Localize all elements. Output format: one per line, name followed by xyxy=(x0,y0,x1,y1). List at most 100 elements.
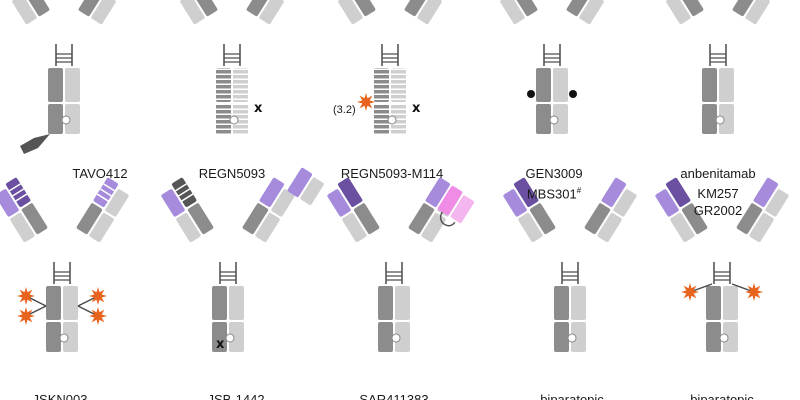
mol-anbenitamab-ch3-left xyxy=(702,104,717,134)
mol-tavo412-arm-right-ch1-heavy xyxy=(78,0,105,17)
label-regn5093-m114: REGN5093-M114 xyxy=(340,166,444,181)
mol-gen3009-knob-hole xyxy=(549,115,559,125)
mol-biparatopic-1-arm-left xyxy=(503,177,556,243)
mol-gen3009-arm-left-cl-light xyxy=(500,0,525,25)
mol-sar411383-ch3-left xyxy=(378,322,393,352)
mol-regn5093: x xyxy=(180,0,284,134)
mol-jskn003-arm-left-vl xyxy=(0,189,19,217)
mol-gen3009-arm-right-ch1-heavy xyxy=(566,0,593,17)
mol-biparatopic-1-ch3-right xyxy=(571,322,586,352)
mol-jsb-1442-arm-right-ch1-heavy xyxy=(242,203,269,235)
label-biparatopic-1: biparatopic xyxy=(540,392,604,400)
mol-regn5093-m114-mutation-mark: x xyxy=(412,101,421,116)
mol-biparatopic-2-ch2-right xyxy=(723,286,738,320)
mol-regn5093-m114: x xyxy=(338,0,442,134)
mol-jsb-1442-arm-right-cl-light xyxy=(255,212,280,243)
mol-anbenitamab-arm-right xyxy=(732,0,770,25)
mol-biparatopic-2 xyxy=(655,177,789,352)
mol-jskn003-payload-2 xyxy=(89,287,107,305)
label-tavo412: TAVO412 xyxy=(72,166,128,181)
mol-jskn003-arm-right xyxy=(76,177,129,243)
mol-regn5093-knob-hole xyxy=(229,115,239,125)
mol-jskn003-ch3-left xyxy=(46,322,61,352)
mol-anbenitamab-ch2-left xyxy=(702,68,717,102)
mol-anbenitamab-arm-left xyxy=(666,0,704,25)
mol-biparatopic-1-arm-right-ch1-heavy xyxy=(584,203,611,235)
mol-gen3009-ch3-right xyxy=(553,104,568,134)
mol-gen3009-arm-right xyxy=(566,0,604,25)
mol-regn5093-m114-arm-right-ch1-heavy xyxy=(404,0,431,17)
mol-regn5093-ch2-left xyxy=(216,68,231,102)
mol-jsb-1442-arm-right xyxy=(242,177,295,243)
mol-jsb-1442-extra-vh xyxy=(287,167,313,197)
mol-regn5093-m114-arm-right-cl-light xyxy=(417,0,442,25)
mol-jskn003-payload-3 xyxy=(89,307,107,325)
mol-biparatopic-2-payload-1 xyxy=(745,283,763,301)
mol-tavo412-knob-hole xyxy=(61,115,71,125)
mol-jsb-1442-arm-left-cl-light xyxy=(176,212,201,243)
mol-tavo412-arm-left xyxy=(12,0,50,25)
mol-regn5093-mutation-mark: x xyxy=(254,101,263,116)
mol-sar411383-arm-left-cl-light xyxy=(342,212,367,243)
label-jsb-1442: JSB-1442 xyxy=(207,392,265,400)
mol-sar411383-arm-left-vh xyxy=(338,177,363,207)
mol-regn5093-m114-arm-left-cl-light xyxy=(338,0,363,25)
mol-sar411383-pink-vh xyxy=(437,185,463,216)
mol-biparatopic-1-arm-left-vh xyxy=(514,177,539,207)
mol-jskn003-arm-right-stripe xyxy=(96,193,109,202)
mol-biparatopic-2-ch3-right xyxy=(723,322,738,352)
mol-jskn003-payload-0 xyxy=(17,287,35,305)
mol-sar411383-arm-left-vl xyxy=(327,189,351,217)
mol-biparatopic-2-arm-right-vh xyxy=(753,177,778,207)
mol-biparatopic-2-arm-left-ch1-heavy xyxy=(681,203,708,235)
mol-jsb-1442-ch3-right xyxy=(229,322,244,352)
mol-gen3009-arm-left xyxy=(500,0,538,25)
mol-biparatopic-1-ch2-right xyxy=(571,286,586,320)
mol-anbenitamab-knob-hole xyxy=(715,115,725,125)
mol-jsb-1442-arm-right-vh xyxy=(259,177,284,207)
label-anbenitamab: anbenitamab xyxy=(680,166,756,181)
mol-jskn003-arm-right-stripe xyxy=(99,188,112,197)
mol-biparatopic-1-ch3-left xyxy=(554,322,569,352)
mol-jskn003-arm-right-ch1-heavy xyxy=(76,203,103,235)
mol-tavo412-ch3-left xyxy=(48,104,63,134)
mol-biparatopic-1-arm-right-cl-light xyxy=(597,212,622,243)
mol-biparatopic-2-arm-left-cl-light xyxy=(670,212,695,243)
mol-jskn003-arm-left-cl-light xyxy=(10,212,35,243)
mol-sar411383-cd3-fab xyxy=(437,185,474,227)
mol-gen3009-ch2-left xyxy=(536,68,551,102)
mol-regn5093-ch3-right xyxy=(233,104,248,134)
mol-tavo412-arm-left-ch1-heavy xyxy=(23,0,50,17)
mol-jsb-1442-ch2-left xyxy=(212,286,227,320)
mol-gen3009 xyxy=(500,0,604,134)
mol-biparatopic-1-arm-left-vl xyxy=(503,189,527,217)
mol-anbenitamab-arm-left-ch1-heavy xyxy=(677,0,704,17)
mol-regn5093-arm-right xyxy=(246,0,284,25)
mol-jskn003-arm-left xyxy=(0,177,48,243)
mol-jsb-1442-arm-right-vl xyxy=(271,189,295,217)
mol-jskn003-knob-hole xyxy=(59,333,69,343)
mol-jsb-1442-extra-fab xyxy=(287,167,324,205)
mol-biparatopic-1-ch2-left xyxy=(554,286,569,320)
label-biparatopic-2: biparatopic xyxy=(690,392,754,400)
mol-gen3009-hexamer-dot-right xyxy=(569,90,577,98)
mol-biparatopic-2-ch2-left xyxy=(706,286,721,320)
mol-jsb-1442-arm-left-ch1-heavy xyxy=(187,203,214,235)
mol-regn5093-arm-left-cl-light xyxy=(180,0,205,25)
mol-sar411383-pink-vl xyxy=(450,195,474,223)
mol-biparatopic-2-arm-right-vl xyxy=(765,189,789,217)
mol-regn5093-arm-right-cl-light xyxy=(259,0,284,25)
mol-jsb-1442-arm-left-vl xyxy=(161,189,185,217)
mol-jskn003-payload-1 xyxy=(17,307,35,325)
mol-jskn003-ch3-right xyxy=(63,322,78,352)
mol-regn5093-m114-ch2-right xyxy=(391,68,406,102)
mol-jsb-1442-mutation-mark: x xyxy=(216,337,225,352)
mol-tavo412-ch2-right xyxy=(65,68,80,102)
mol-tavo412-arm-right xyxy=(78,0,116,25)
mol-jsb-1442-knob-hole xyxy=(225,333,235,343)
mol-sar411383-ch3-right xyxy=(395,322,410,352)
mol-biparatopic-2-arm-right xyxy=(736,177,789,243)
mol-biparatopic-1-arm-left-ch1-heavy xyxy=(529,203,556,235)
mol-jskn003-arm-right-cl-light xyxy=(89,212,114,243)
